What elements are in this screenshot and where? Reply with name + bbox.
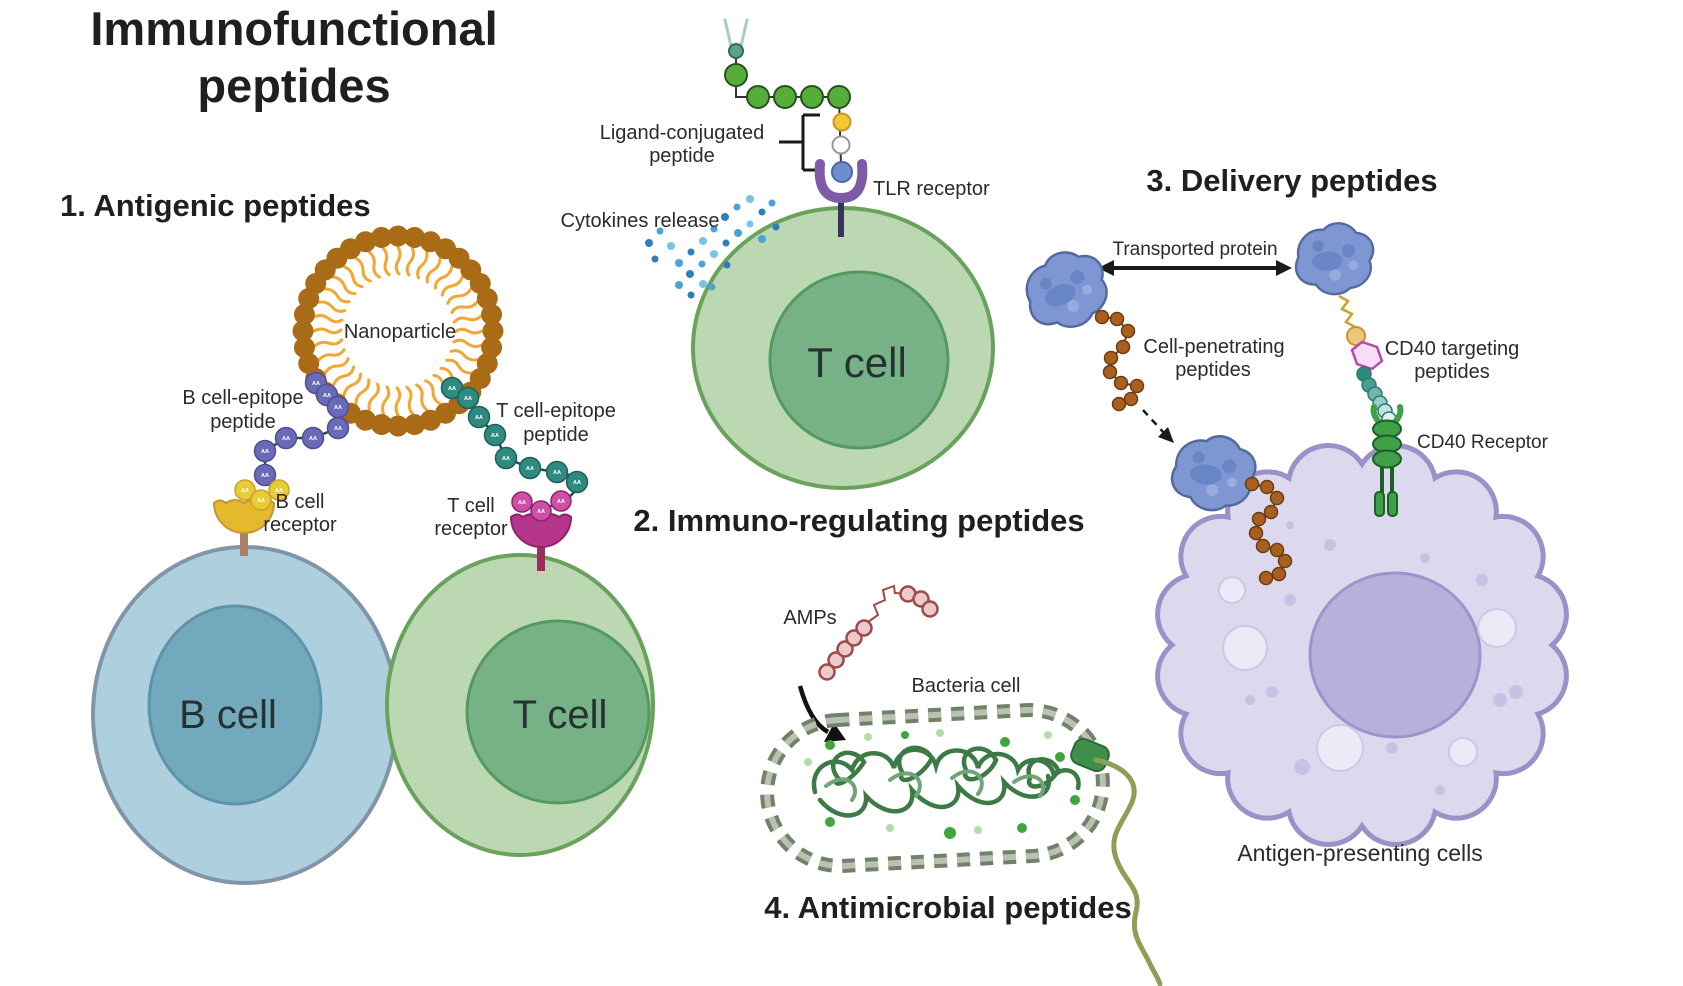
tlr-receptor-shape (814, 159, 868, 204)
svg-text:AA: AA (502, 456, 510, 462)
b-epitope-label-2: peptide (210, 411, 276, 433)
nanoparticle-label: Nanoparticle (344, 321, 456, 343)
svg-text:AA: AA (491, 433, 499, 439)
b-receptor-label-2: receptor (263, 514, 337, 536)
ligand-head-bead (728, 43, 744, 59)
nanoparticle: Nanoparticle (290, 223, 506, 439)
bacteria-dna-tangle (811, 745, 1081, 818)
antenna-line (739, 18, 749, 48)
svg-text:AA: AA (537, 509, 545, 515)
bacteria-flagellum (1070, 737, 1163, 986)
bacteria-ribosome-dots (804, 729, 1080, 839)
svg-text:AA: AA (573, 480, 581, 486)
svg-text:AA: AA (334, 426, 342, 432)
ligand-blue-bead (831, 161, 853, 183)
title-line-1: Immunofunctional (90, 2, 497, 55)
t-epitope-label-2: peptide (523, 424, 589, 446)
svg-text:AA: AA (261, 473, 269, 479)
linker-bead (1346, 326, 1366, 346)
amp-entry-arrow (797, 685, 846, 742)
svg-text:AA: AA (261, 449, 269, 455)
b-cell: B cell (91, 545, 399, 885)
t-cell2-label: T cell (807, 339, 907, 386)
cell-penetrating-peptide-chain (1094, 309, 1145, 412)
t-receptor-label-1: T cell (447, 495, 494, 517)
svg-text:AA: AA (323, 393, 331, 399)
t-cell-antigenic: T cell (385, 553, 655, 857)
section3-heading: 3. Delivery peptides (1146, 163, 1437, 198)
t-epitope-label-1: T cell-epitope (496, 400, 616, 422)
dashed-arrow (1142, 409, 1174, 443)
title-line-2: peptides (197, 59, 390, 112)
transported-protein-arrow (1098, 260, 1292, 276)
svg-text:AA: AA (518, 500, 526, 506)
antenna-line (723, 18, 733, 48)
cpp-label-1: Cell-penetrating (1143, 336, 1284, 358)
t-cell-nucleus (465, 619, 651, 805)
svg-text:AA: AA (275, 488, 283, 494)
cytokines-label: Cytokines release (561, 210, 720, 232)
t-receptor-stalk (537, 543, 545, 571)
bracket (779, 113, 820, 172)
cytokine-dots (645, 195, 780, 299)
cpp-chain-into-apc (1244, 476, 1293, 586)
t-cell-label: T cell (513, 693, 608, 737)
b-epitope-label-1: B cell-epitope (182, 387, 303, 409)
bacteria-cell (760, 703, 1110, 873)
svg-text:AA: AA (334, 405, 342, 411)
bacteria-wall-light (764, 707, 1106, 869)
ligand-yellow-bead (832, 112, 852, 132)
apc-nucleus (1308, 571, 1482, 739)
t-cell-regulating: T cell (691, 206, 995, 490)
svg-text:AA: AA (257, 498, 265, 504)
b-receptor-label-1: B cell (276, 491, 325, 513)
cd40-receptor (1370, 404, 1404, 517)
bacteria-label: Bacteria cell (912, 675, 1021, 697)
targeting-hexagon (1350, 340, 1384, 371)
b-epitope-peptide-chain: AA AA AA AA AA AA AA AA AA AA AA (234, 371, 350, 511)
linker-zigzag (1338, 294, 1356, 329)
svg-text:AA: AA (448, 386, 456, 392)
cd40-receptor-label: CD40 Receptor (1417, 432, 1549, 453)
b-cell-nucleus (147, 604, 323, 806)
b-receptor-stalk (240, 528, 248, 556)
cpp-label-2: peptides (1175, 359, 1251, 381)
amps-label: AMPs (783, 607, 836, 629)
amp-peptide-chain (818, 584, 939, 681)
t-receptor-cup (509, 513, 573, 548)
t-cell2-nucleus (768, 270, 950, 450)
ligand-conjugated-peptide (723, 18, 868, 237)
transported-protein-label: Transported protein (1112, 239, 1277, 260)
cd40-targeting-label-2: peptides (1414, 361, 1490, 383)
cd40-targeting-label-1: CD40 targeting (1385, 338, 1520, 360)
b-cell-label: B cell (179, 693, 277, 737)
ligand-label-1: Ligand-conjugated (600, 122, 765, 144)
t-receptor-label-2: receptor (434, 518, 508, 540)
section1-heading: 1. Antigenic peptides (60, 188, 371, 223)
svg-text:AA: AA (312, 381, 320, 387)
page-title: Immunofunctional peptides (90, 2, 497, 112)
svg-text:AA: AA (557, 499, 565, 505)
svg-text:AA: AA (241, 488, 249, 494)
svg-text:AA: AA (553, 470, 561, 476)
svg-text:AA: AA (309, 436, 317, 442)
tlr-label: TLR receptor (873, 178, 990, 200)
svg-text:AA: AA (282, 436, 290, 442)
protein-blob-right (1289, 214, 1381, 303)
cd40-targeting-peptide (1338, 294, 1397, 427)
apc-label: Antigen-presenting cells (1237, 840, 1482, 866)
ligand-white-bead (831, 135, 851, 155)
svg-text:AA: AA (464, 396, 472, 402)
t-cell-receptor (509, 513, 573, 571)
svg-text:AA: AA (526, 466, 534, 472)
section4-heading: 4. Antimicrobial peptides (764, 890, 1131, 925)
section2-heading: 2. Immuno-regulating peptides (633, 503, 1084, 538)
t-epitope-peptide-chain: AA AA AA AA AA AA AA AA AA AA AA (440, 376, 589, 522)
svg-text:AA: AA (475, 415, 483, 421)
ligand-label-2: peptide (649, 145, 715, 167)
